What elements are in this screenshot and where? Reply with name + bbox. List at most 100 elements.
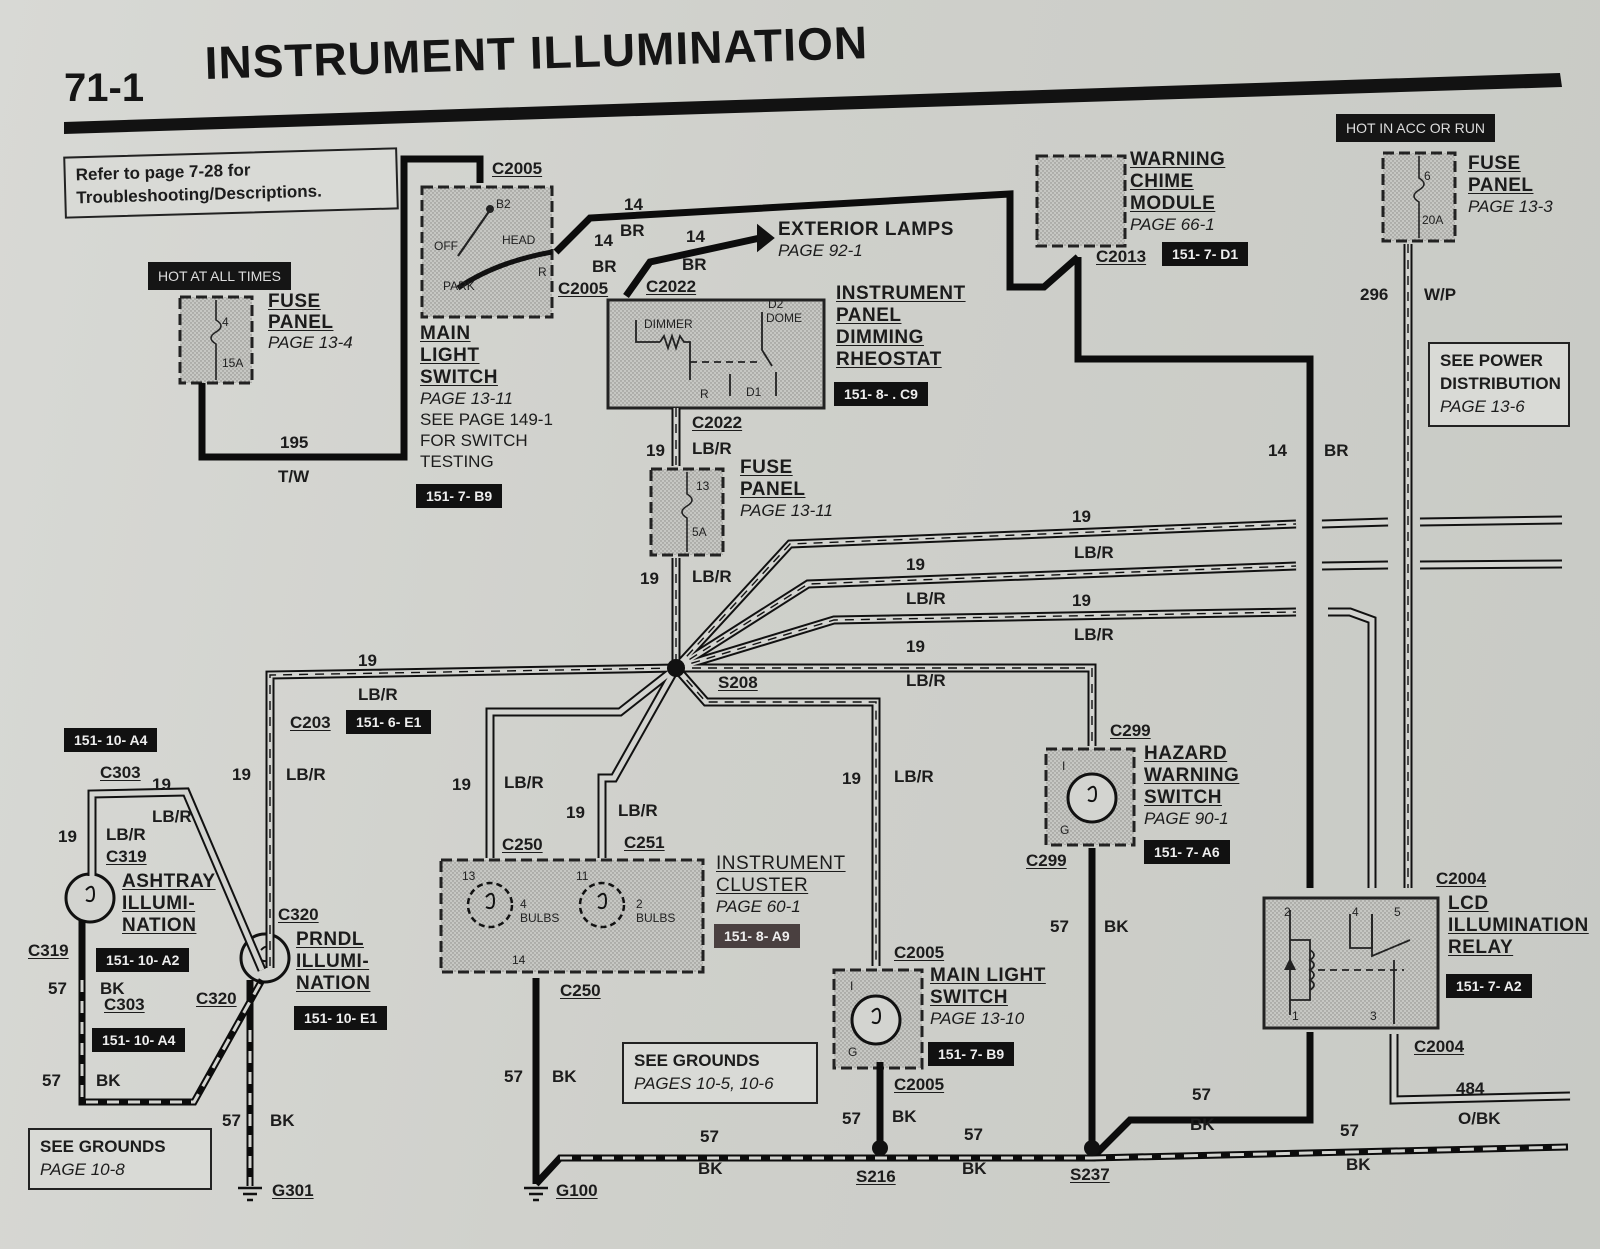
wire-num-19k: 19 (452, 775, 471, 794)
wire-num-19d: 19 (906, 555, 925, 574)
rheo-d1: D1 (746, 385, 762, 399)
mls-tag: 151- 7- B9 (416, 484, 503, 508)
power-distribution-note: SEE POWER DISTRIBUTION PAGE 13-6 (1428, 342, 1570, 427)
relay-pin-2: 2 (1284, 905, 1291, 919)
conn-c2004b: C2004 (1414, 1037, 1465, 1056)
splice-s208 (667, 659, 685, 677)
cluster-label-1: INSTRUMENT (716, 853, 846, 874)
cluster-tag: 151- 8- A9 (714, 924, 800, 948)
fuse-mid-amp: 5A (692, 525, 707, 539)
cluster-bulbs-4: 4 (520, 897, 527, 911)
wire-color-lbrm: LB/R (894, 767, 934, 786)
wire-num-57i: 57 (1192, 1085, 1211, 1104)
mls-park: PARK (443, 279, 475, 293)
wire-br-14 (553, 190, 1081, 291)
relay-label-2: ILLUMINATION (1448, 915, 1589, 936)
mls-pin-b2: B2 (496, 197, 511, 211)
wire-color-bkh: BK (1104, 917, 1129, 936)
wire-bk-57-main (532, 848, 1314, 1187)
fuse-mid-number: 13 (696, 479, 710, 493)
rheo-d2: D2 (768, 297, 784, 311)
ashtray-label-1: ASHTRAY (122, 871, 216, 892)
wire-num-195: 195 (280, 433, 309, 452)
wire-br-14-a (623, 234, 761, 299)
mls-label-6: FOR SWITCH (420, 431, 528, 450)
chime-label-3: MODULE (1130, 193, 1216, 214)
wire-num-19f: 19 (906, 637, 925, 656)
wire-num-19j: 19 (58, 827, 77, 846)
bulb-mls2 (850, 994, 902, 1046)
exterior-label: EXTERIOR LAMPS (778, 219, 954, 240)
chime-connector: C2013 (1096, 247, 1147, 266)
wire-color-lbrd: LB/R (906, 589, 946, 608)
wire-color-lbre: LB/R (1074, 625, 1114, 644)
mls-pin-r: R (538, 265, 547, 279)
rheo-r: R (700, 387, 709, 401)
splice-s216-label: S216 (856, 1167, 896, 1186)
conn-c251: C251 (624, 833, 665, 852)
prndl-label-1: PRNDL (296, 929, 364, 950)
wire-num-57e: 57 (842, 1109, 861, 1128)
wire-color-lbrc: LB/R (1074, 543, 1114, 562)
conn-c2005d: C2005 (894, 1075, 945, 1094)
hazard-pin-1: I (1062, 759, 1066, 773)
wire-num-57c: 57 (222, 1111, 241, 1130)
mls-label-3: SWITCH (420, 367, 498, 388)
wire-color-wp: W/P (1424, 285, 1457, 304)
wire-num-484: 484 (1456, 1079, 1485, 1098)
wire-color-brr: BR (1324, 441, 1349, 460)
wire-color-obk: O/BK (1458, 1109, 1501, 1128)
wire-color-bkb: BK (96, 1071, 121, 1090)
fuse-right-page: PAGE 13-3 (1468, 197, 1553, 216)
wire-num-19m: 19 (842, 769, 861, 788)
wire-color-lbrk: LB/R (504, 773, 544, 792)
wire-num-14b: 14 (594, 231, 613, 250)
cluster-bulbs-label-1: BULBS (520, 911, 560, 925)
relay-pin-1: 1 (1292, 1009, 1299, 1023)
conn-c2022a: C2022 (646, 277, 697, 296)
mls-head: HEAD (502, 233, 536, 247)
relay-label-3: RELAY (1448, 937, 1514, 958)
wire-num-57h: 57 (1050, 917, 1069, 936)
wire-num-19b: 19 (640, 569, 659, 588)
fuse-right-label-1: FUSE (1468, 153, 1521, 174)
wire-num-14r: 14 (1268, 441, 1287, 460)
wire-color-brb: BR (592, 257, 617, 276)
wire-color-lbrf: LB/R (906, 671, 946, 690)
wire-color-lbrb: LB/R (692, 567, 732, 586)
fuse-left-amp: 15A (222, 356, 244, 370)
wire-color-lbri: LB/R (152, 807, 192, 826)
prndl-tag: 151- 10- E1 (294, 1006, 388, 1030)
cluster-bulbs-2: 2 (636, 897, 643, 911)
cluster-pin-14: 14 (512, 953, 526, 967)
c203-tag: 151- 6- E1 (346, 710, 432, 734)
rheo-label-1: INSTRUMENT (836, 283, 966, 304)
fuse-left-label-2: PANEL (268, 312, 334, 333)
wire-num-19c: 19 (1072, 507, 1091, 526)
hazard-label-3: SWITCH (1144, 787, 1222, 808)
cluster-label-2: CLUSTER (716, 875, 809, 896)
rheo-label-3: DIMMING (836, 327, 924, 348)
ashtray-tag: 151- 10- A2 (96, 948, 190, 972)
hazard-tag: 151- 7- A6 (1144, 840, 1230, 864)
rheo-tag: 151- 8- . C9 (834, 382, 928, 406)
rheo-dimmer: DIMMER (644, 317, 693, 331)
hazard-box (1044, 747, 1136, 847)
wire-num-19l: 19 (566, 803, 585, 822)
mls-label-2: LIGHT (420, 345, 480, 366)
hazard-pin-g: G (1060, 823, 1070, 837)
a4-tag-bottom: 151- 10- A4 (92, 1028, 186, 1052)
rheo-dome: DOME (766, 311, 802, 325)
conn-c2005b: C2005 (558, 279, 609, 298)
bulb-cluster-2 (578, 881, 626, 929)
conn-c303a: C303 (100, 763, 141, 782)
wire-color-lbra: LB/R (692, 439, 732, 458)
wire-color-bke: BK (892, 1107, 917, 1126)
mls-label-7: TESTING (420, 452, 494, 471)
wire-color-bra: BR (620, 221, 645, 240)
wire-color-bkc: BK (270, 1111, 295, 1130)
wire-color-lbrj: LB/R (106, 825, 146, 844)
prndl-label-2: ILLUMI- (296, 951, 370, 972)
